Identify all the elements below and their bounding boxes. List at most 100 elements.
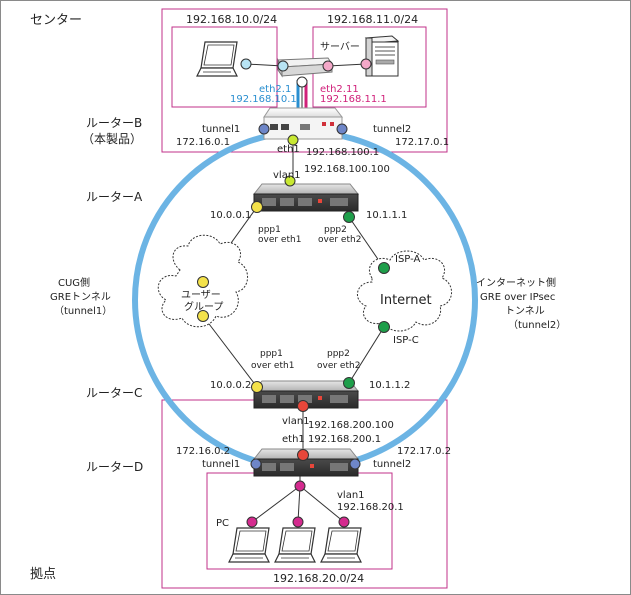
cug-side-label-2: GREトンネル <box>50 291 111 303</box>
router-b-tunnel2-node <box>336 123 348 135</box>
router-d-tunnel1-node <box>250 458 262 470</box>
isp-c-label: ISP-C <box>393 335 419 346</box>
lan1-label: 192.168.10.0/24 <box>186 13 277 26</box>
pc2-icon <box>274 527 316 563</box>
inet-side-label-2: GRE over IPsec <box>480 292 555 303</box>
pc3-port-node <box>338 516 350 528</box>
router-c-ppp2-label: ppp2 <box>327 349 350 359</box>
router-b-eth1-ip: 192.168.100.1 <box>306 147 379 158</box>
cug-bottom-node <box>197 310 209 322</box>
router-b-tunnel1-ip: 172.16.0.1 <box>176 137 230 148</box>
server-label: サーバー <box>320 41 360 53</box>
router-d-eth1-ip: 192.168.200.1 <box>308 434 381 445</box>
router-a-label: ルーターA <box>86 190 143 204</box>
laptop-port-node <box>240 58 252 70</box>
router-b-tunnel2-ip: 172.17.0.1 <box>395 137 449 148</box>
router-c-ppp1-over: over eth1 <box>251 361 294 371</box>
lan1-box <box>171 26 278 108</box>
router-c-ppp1-ip: 10.0.0.2 <box>210 380 251 391</box>
switch-lan2-port-node <box>322 60 334 72</box>
server-icon <box>364 35 400 77</box>
pc-label: PC <box>216 518 229 529</box>
router-c-vlan1-label: vlan1 <box>282 416 310 427</box>
router-d-tunnel2-ip: 172.17.0.2 <box>397 446 451 457</box>
router-a-ppp2-ip: 10.1.1.1 <box>366 210 407 221</box>
cug-top-node <box>197 276 209 288</box>
eth211-ip-label: 192.168.11.1 <box>320 94 387 105</box>
router-a-vlan1-ip: 192.168.100.100 <box>304 164 390 175</box>
router-d-vlan1-label: vlan1 <box>337 490 365 501</box>
router-d-vlan1-node <box>294 480 306 492</box>
router-c-vlan1-node <box>297 400 309 412</box>
inet-side-label-3: トンネル <box>505 305 545 317</box>
router-b-tunnel1-label: tunnel1 <box>202 124 240 135</box>
router-a-ppp2-label: ppp2 <box>324 225 347 235</box>
router-d-label: ルーターD <box>86 460 143 474</box>
router-a-icon <box>252 183 360 212</box>
router-d-tunnel2-label: tunnel2 <box>373 459 411 470</box>
router-c-ppp2-ip: 10.1.1.2 <box>369 380 410 391</box>
branch-lan-label: 192.168.20.0/24 <box>273 572 364 585</box>
center-site-box <box>161 8 448 153</box>
center-laptop-icon <box>196 41 238 77</box>
isp-c-node <box>378 321 390 333</box>
router-a-ppp1-over: over eth1 <box>258 235 301 245</box>
router-d-vlan1-ip: 192.168.20.1 <box>337 502 404 513</box>
eth211-label: eth2.11 <box>320 84 359 95</box>
cug-cloud-label-1: ユーザー <box>181 289 221 301</box>
router-c-vlan1-ip: 192.168.200.100 <box>308 420 394 431</box>
router-a-ppp2-node <box>343 211 355 223</box>
isp-a-label: ISP-A <box>395 254 420 265</box>
cug-side-label-1: CUG側 <box>58 276 90 289</box>
router-b-eth1-label: eth1 <box>277 144 300 155</box>
router-c-ppp2-over: over eth2 <box>317 361 360 371</box>
router-b-tunnel2-label: tunnel2 <box>373 124 411 135</box>
router-d-eth1-node <box>297 449 309 461</box>
internet-label: Internet <box>380 293 432 308</box>
eth21-ip-label: 192.168.10.1 <box>230 94 297 105</box>
router-b-label: ルーターB <box>86 116 142 130</box>
cug-cloud-label-2: グループ <box>184 300 223 313</box>
router-b-note: （本製品） <box>82 132 142 146</box>
router-c-ppp1-label: ppp1 <box>260 349 283 359</box>
inet-side-label-1: インターネット側 <box>476 276 556 289</box>
router-d-eth1-label: eth1 <box>282 434 305 445</box>
pc1-port-node <box>246 516 258 528</box>
router-a-vlan1-node <box>284 175 296 187</box>
pc2-port-node <box>292 516 304 528</box>
pc1-icon <box>228 527 270 563</box>
link-d-pc2 <box>297 485 301 523</box>
lan2-label: 192.168.11.0/24 <box>327 13 418 26</box>
router-c-ppp1-node <box>251 381 263 393</box>
center-site-label: センター <box>30 13 82 28</box>
router-d-tunnel1-label: tunnel1 <box>202 459 240 470</box>
link-switch-server <box>327 63 367 67</box>
router-d-tunnel1-ip: 172.16.0.2 <box>176 446 230 457</box>
link-d-pc1 <box>251 485 301 523</box>
router-a-ppp1-label: ppp1 <box>258 225 281 235</box>
router-a-vlan1-label: vlan1 <box>273 170 301 181</box>
pc3-icon <box>320 527 362 563</box>
inet-side-label-4: （tunnel2） <box>508 319 566 331</box>
router-b-tunnel1-node <box>258 123 270 135</box>
link-laptop-switch <box>245 63 284 67</box>
router-a-ppp1-node <box>251 201 263 213</box>
isp-a-node <box>378 262 390 274</box>
link-cug-c <box>202 315 258 388</box>
router-d-tunnel2-node <box>349 458 361 470</box>
cug-side-label-3: （tunnel1） <box>54 305 112 317</box>
router-c-label: ルーターC <box>86 386 142 400</box>
router-b-icon <box>263 107 344 140</box>
link-d-pc3 <box>299 485 345 523</box>
router-c-icon <box>252 380 360 409</box>
router-a-ppp1-ip: 10.0.0.1 <box>210 210 251 221</box>
switch-lan1-port-node <box>277 60 289 72</box>
branch-site-label: 拠点 <box>30 567 56 582</box>
router-a-ppp2-over: over eth2 <box>318 235 361 245</box>
switch-uplink-port-node <box>296 76 308 88</box>
server-port-node <box>360 58 372 70</box>
router-c-ppp2-node <box>343 377 355 389</box>
router-b-eth1-node <box>287 134 299 146</box>
